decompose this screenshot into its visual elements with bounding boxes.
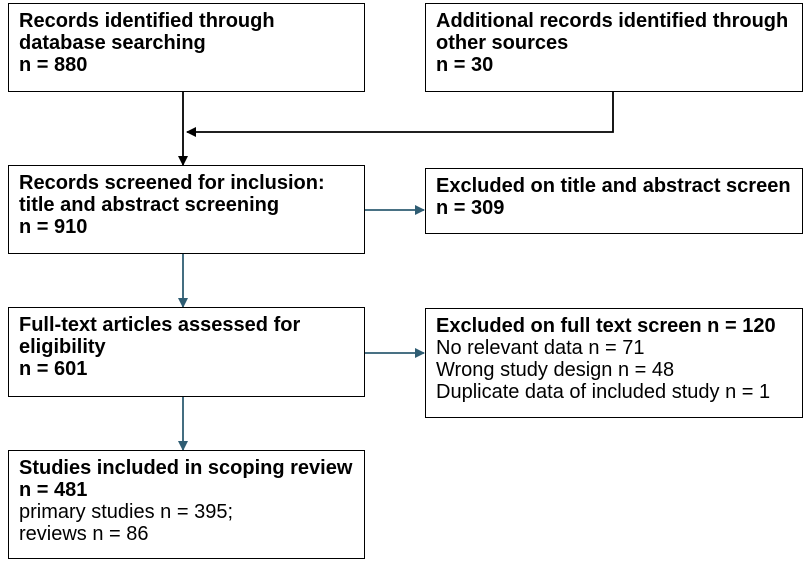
excluded-title-abstract-title: Excluded on title and abstract screen [436, 175, 791, 197]
other-sources-box: Additional records identified through ot… [425, 3, 803, 92]
full-text-title-line1: Full-text articles assessed for [19, 314, 301, 336]
included-title: Studies included in scoping review [19, 457, 353, 479]
screened-count: n = 910 [19, 216, 88, 238]
excluded-title-abstract-count: n = 309 [436, 197, 505, 219]
excluded-reason-wrong-design: Wrong study design n = 48 [436, 359, 675, 381]
included-count: n = 481 [19, 479, 88, 501]
screened-box: Records screened for inclusion: title an… [8, 165, 365, 254]
screened-title-line1: Records screened for inclusion: [19, 172, 325, 194]
database-search-count: n = 880 [19, 54, 88, 76]
included-reviews: reviews n = 86 [19, 523, 149, 545]
database-search-title-line1: Records identified through [19, 10, 275, 32]
full-text-box: Full-text articles assessed for eligibil… [8, 307, 365, 397]
other-sources-title-line2: other sources [436, 32, 569, 54]
arrow-other-sources-to-join [186, 92, 614, 137]
excluded-full-text-heading: Excluded on full text screen n = 120 [436, 315, 776, 337]
full-text-title-line2: eligibility [19, 336, 106, 358]
database-search-title-line2: database searching [19, 32, 206, 54]
included-box: Studies included in scoping review n = 4… [8, 450, 365, 559]
excluded-reason-no-relevant-data: No relevant data n = 71 [436, 337, 645, 359]
excluded-title-abstract-box: Excluded on title and abstract screen n … [425, 168, 803, 234]
excluded-reason-duplicate: Duplicate data of included study n = 1 [436, 381, 771, 403]
included-primary-studies: primary studies n = 395; [19, 501, 233, 523]
database-search-box: Records identified through database sear… [8, 3, 365, 92]
screened-title-line2: title and abstract screening [19, 194, 280, 216]
other-sources-count: n = 30 [436, 54, 494, 76]
excluded-full-text-box: Excluded on full text screen n = 120 No … [425, 308, 803, 418]
other-sources-title-line1: Additional records identified through [436, 10, 789, 32]
full-text-count: n = 601 [19, 358, 88, 380]
